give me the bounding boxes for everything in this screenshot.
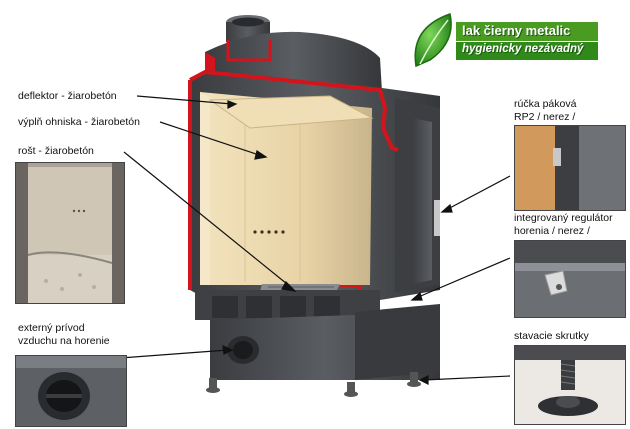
lacquer-badge: lak čierny metalic hygienicky nezávadný bbox=[410, 8, 600, 72]
label-rucka-2: RP2 / nerez / bbox=[514, 111, 576, 123]
label-privod-2: vzduchu na horenie bbox=[18, 335, 110, 347]
pointer-skrutky bbox=[423, 375, 511, 381]
handle-rp2 bbox=[434, 200, 440, 236]
leveling-screw-photo bbox=[514, 345, 626, 425]
label-rucka-1: rúčka páková bbox=[514, 98, 577, 110]
label-privod-1: externý prívod bbox=[18, 322, 85, 334]
pointer-vypln bbox=[159, 121, 263, 157]
pointer-deflektor bbox=[136, 95, 233, 105]
air-intake-photo bbox=[15, 355, 127, 427]
label-skrutky: stavacie skrutky bbox=[514, 330, 589, 342]
leaf-icon bbox=[414, 13, 598, 68]
label-vypln: výplň ohniska - žiarobetón bbox=[18, 116, 140, 128]
fireplace-base bbox=[195, 290, 440, 397]
label-regulator-2: horenia / nerez / bbox=[514, 225, 590, 237]
handle-photo bbox=[514, 125, 626, 211]
pointer-rucka bbox=[445, 175, 511, 211]
badge-line2: hygienicky nezávadný bbox=[462, 43, 584, 55]
pointer-lines bbox=[119, 95, 511, 385]
pointer-rost bbox=[123, 151, 293, 289]
label-deflektor: deflektor - žiarobetón bbox=[18, 90, 117, 102]
pointer-regulator bbox=[415, 257, 511, 299]
firebrick-chamber bbox=[200, 92, 374, 285]
regulator-photo bbox=[514, 240, 626, 318]
label-rost: rošt - žiarobetón bbox=[18, 145, 94, 157]
label-regulator-1: integrovaný regulátor bbox=[514, 212, 613, 224]
grate-photo bbox=[15, 162, 125, 304]
pointer-privod bbox=[119, 349, 229, 359]
badge-line1: lak čierny metalic bbox=[462, 23, 571, 38]
